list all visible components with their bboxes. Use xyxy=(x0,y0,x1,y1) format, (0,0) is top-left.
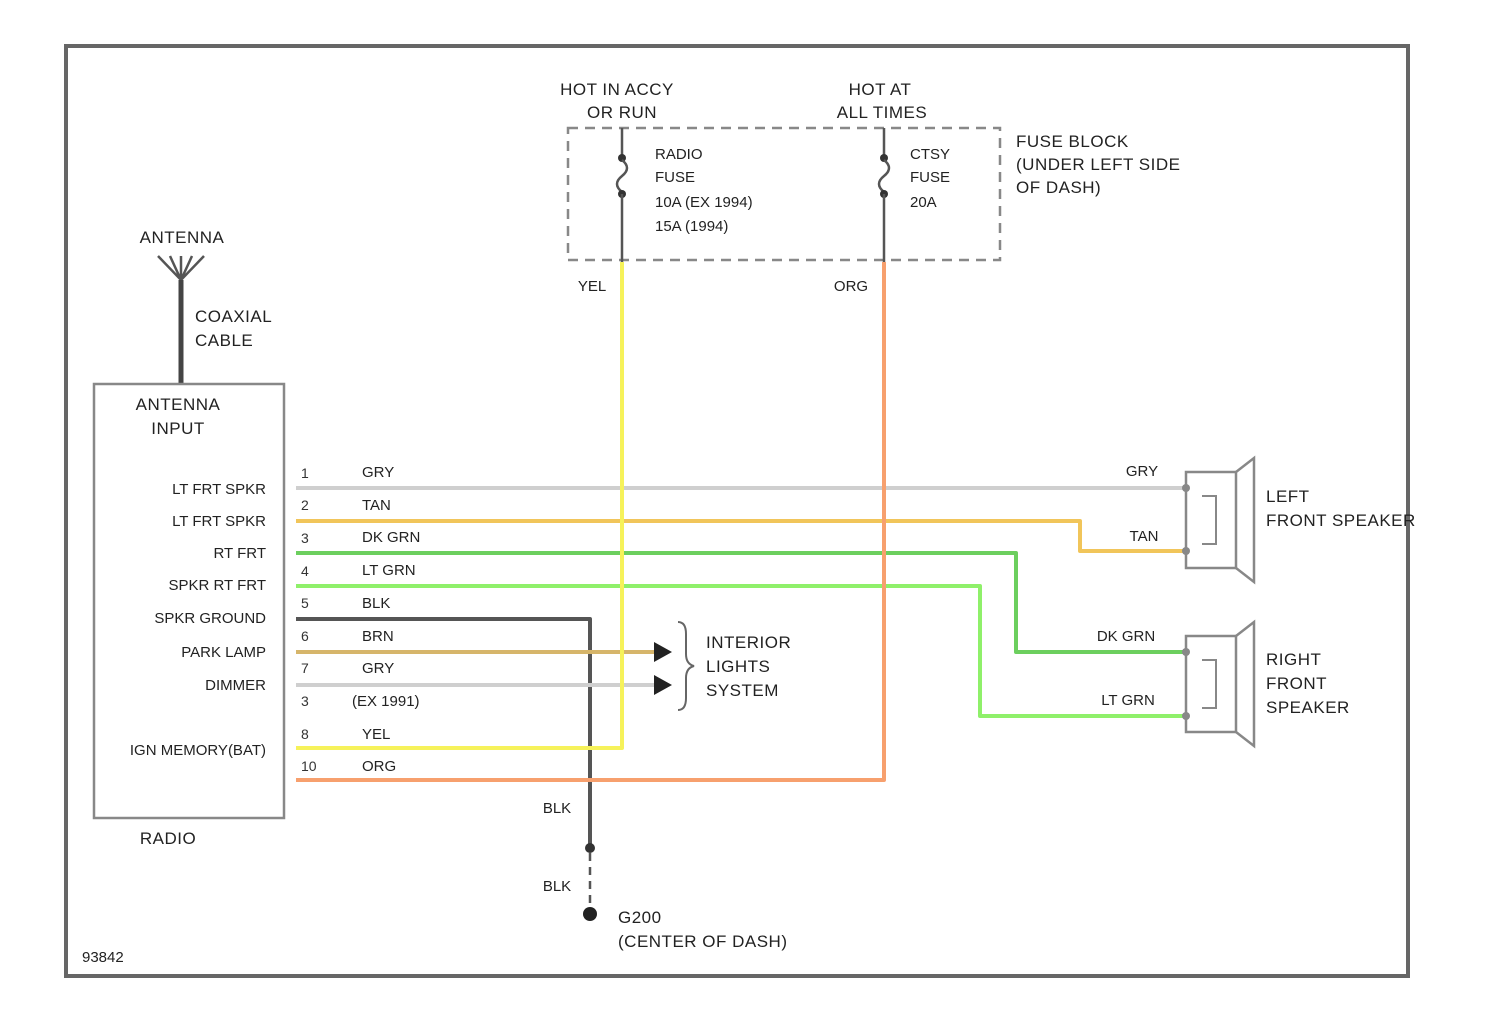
fuse-block-label-3: OF DASH) xyxy=(1016,178,1101,197)
hot-accy-line-2: OR RUN xyxy=(587,103,657,122)
wire-label: LT GRN xyxy=(362,562,416,579)
lt-spkr-name-2: FRONT SPEAKER xyxy=(1266,511,1416,530)
wire-label: GRY xyxy=(362,660,394,677)
figure-id: 93842 xyxy=(82,949,124,966)
ctsy-fuse-label-3: 20A xyxy=(910,194,937,211)
wire-label: DK GRN xyxy=(362,529,420,546)
org-wire-label: ORG xyxy=(834,278,868,295)
lt-spkr-name-1: LEFT xyxy=(1266,487,1310,506)
radio-fuse-label-2: FUSE xyxy=(655,169,695,186)
yel-wire-label: YEL xyxy=(578,278,606,295)
wire-tan-lt-spkr xyxy=(296,521,1186,551)
antenna-input-1: ANTENNA xyxy=(136,395,221,414)
pin-number: 3 xyxy=(301,693,309,709)
wire-label: ORG xyxy=(362,758,396,775)
terminal-label: LT FRT SPKR xyxy=(172,481,266,498)
rt-spkr-wire-label: DK GRN xyxy=(1097,628,1155,645)
wire-label: GRY xyxy=(362,464,394,481)
left-front-speaker: GRY TAN LEFT FRONT SPEAKER xyxy=(1126,458,1416,582)
rt-spkr-name-1: RIGHT xyxy=(1266,650,1321,669)
antenna-label: ANTENNA xyxy=(140,228,225,247)
wire-yel-ign xyxy=(296,262,622,748)
interior-lights: INTERIOR LIGHTS SYSTEM xyxy=(654,622,791,710)
fuse-block-label-2: (UNDER LEFT SIDE xyxy=(1016,155,1181,174)
terminal-label: LT FRT SPKR xyxy=(172,513,266,530)
terminal-label: IGN MEMORY(BAT) xyxy=(130,742,266,759)
antenna-icon xyxy=(158,256,204,280)
ground-wire-label: BLK xyxy=(543,800,571,817)
ctsy-fuse-icon xyxy=(879,160,889,192)
pin-number: 4 xyxy=(301,563,309,579)
terminal-label: RT FRT xyxy=(213,545,266,562)
wire-label: YEL xyxy=(362,726,390,743)
pin-number: 1 xyxy=(301,465,309,481)
radio-fuse-label-4: 15A (1994) xyxy=(655,218,728,235)
terminal-label: DIMMER xyxy=(205,677,266,694)
pin-number: 8 xyxy=(301,726,309,742)
pin-number: 2 xyxy=(301,497,309,513)
pin-number: 7 xyxy=(301,660,309,676)
hot-accy-line-1: HOT IN ACCY xyxy=(560,80,674,99)
radio-unit: ANTENNA INPUT LT FRT SPKR LT FRT SPKR RT… xyxy=(94,384,284,848)
right-front-speaker: DK GRN LT GRN RIGHT FRONT SPEAKER xyxy=(1097,622,1350,746)
wire-label: (EX 1991) xyxy=(352,693,420,710)
arrow-right-icon xyxy=(654,675,672,695)
ground-wire-label: BLK xyxy=(543,878,571,895)
ground-label-1: G200 xyxy=(618,908,662,927)
ground-icon xyxy=(583,907,597,921)
radio-fuse-label-3: 10A (EX 1994) xyxy=(655,194,753,211)
ctsy-fuse-label-2: FUSE xyxy=(910,169,950,186)
speaker-icon xyxy=(1186,636,1236,732)
pin-number: 3 xyxy=(301,530,309,546)
antenna-input-2: INPUT xyxy=(151,419,205,438)
wire-label: TAN xyxy=(362,497,391,514)
pin-number: 5 xyxy=(301,595,309,611)
antenna-group: ANTENNA COAXIAL CABLE xyxy=(140,228,273,384)
wire-label: BRN xyxy=(362,628,394,645)
rt-spkr-name-3: SPEAKER xyxy=(1266,698,1350,717)
diagram-frame xyxy=(66,46,1408,976)
arrow-right-icon xyxy=(654,642,672,662)
brace-icon xyxy=(678,622,694,710)
interior-label-2: LIGHTS xyxy=(706,657,770,676)
wire-label: BLK xyxy=(362,595,390,612)
pin-number: 10 xyxy=(301,758,317,774)
interior-label-3: SYSTEM xyxy=(706,681,779,700)
terminal-label: PARK LAMP xyxy=(181,644,266,661)
ctsy-fuse-label-1: CTSY xyxy=(910,146,950,163)
fuse-block-label-1: FUSE BLOCK xyxy=(1016,132,1129,151)
hot-all-line-2: ALL TIMES xyxy=(837,103,927,122)
radio-fuse-icon xyxy=(617,160,627,192)
splice-point xyxy=(585,843,595,853)
interior-label-1: INTERIOR xyxy=(706,633,791,652)
coax-label-1: COAXIAL xyxy=(195,307,272,326)
coax-label-2: CABLE xyxy=(195,331,253,350)
lt-spkr-wire-label: GRY xyxy=(1126,463,1158,480)
terminal-label: SPKR GROUND xyxy=(154,610,266,627)
wires xyxy=(296,262,1186,848)
pin-number: 6 xyxy=(301,628,309,644)
radio-fuse-label-1: RADIO xyxy=(655,146,703,163)
rt-spkr-wire-label: LT GRN xyxy=(1101,692,1155,709)
hot-all-line-1: HOT AT xyxy=(849,80,912,99)
terminal-label: SPKR RT FRT xyxy=(168,577,266,594)
speaker-icon xyxy=(1186,472,1236,568)
fuse-block: HOT IN ACCY OR RUN HOT AT ALL TIMES FUSE… xyxy=(560,80,1180,295)
ground-label-2: (CENTER OF DASH) xyxy=(618,932,788,951)
ground-group: BLK BLK G200 (CENTER OF DASH) xyxy=(543,800,788,951)
radio-name: RADIO xyxy=(140,829,196,848)
lt-spkr-wire-label: TAN xyxy=(1130,528,1159,545)
rt-spkr-name-2: FRONT xyxy=(1266,674,1327,693)
